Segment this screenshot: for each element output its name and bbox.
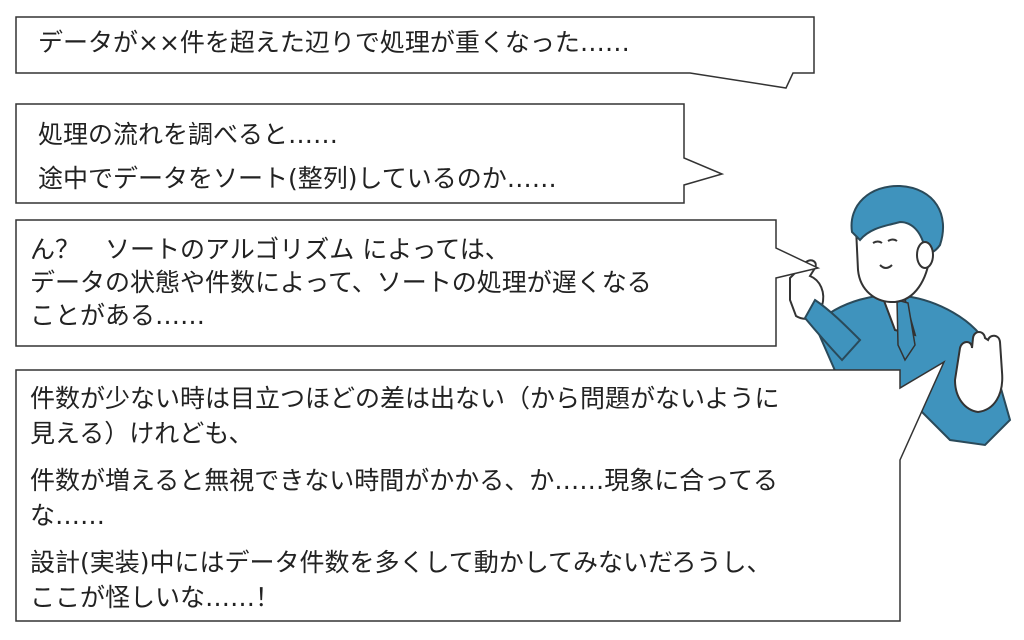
speech-bubble-4: 件数が少ない時は目立つほどの差は出ない（から問題がないように 見える）けれども、…	[30, 381, 780, 615]
bubble-4-line-4: な……	[30, 501, 106, 530]
bubble-1-line-1: データが××件を超えた辺りで処理が重くなった……	[38, 28, 630, 57]
speech-bubble-4-outline	[15, 360, 946, 622]
bubble-4-line-6: ここが怪しいな……！	[30, 583, 281, 612]
speech-bubble-3: ん？ ソートのアルゴリズム によっては、 データの状態や件数によって、ソートの処…	[30, 233, 652, 332]
bubble-4-line-2: 見える）けれども、	[30, 419, 254, 448]
speech-bubble-3-outline	[15, 219, 821, 347]
bubble-2-line-2: 途中でデータをソート(整列)しているのか……	[38, 164, 557, 193]
bubble-2-line-1: 処理の流れを調べると……	[38, 120, 339, 149]
open-hand	[953, 331, 1004, 414]
bubble-3-line-1: ん？ ソートのアルゴリズム によっては、	[30, 235, 510, 264]
bubble-4-line-3: 件数が増えると無視できない時間がかかる、か……現象に合ってる	[30, 466, 779, 495]
speech-bubble-1-outline	[15, 16, 815, 89]
speech-bubble-1: データが××件を超えた辺りで処理が重くなった……	[38, 26, 630, 60]
tie	[896, 299, 916, 362]
bubble-4-line-5: 設計(実装)中にはデータ件数を多くして動かしてみないだろうし、	[30, 548, 772, 577]
bubble-3-line-3: ことがある……	[30, 301, 206, 330]
speech-bubble-2-outline	[15, 103, 725, 204]
speech-bubble-2: 処理の流れを調べると…… 途中でデータをソート(整列)しているのか……	[38, 118, 557, 196]
bubble-3-line-2: データの状態や件数によって、ソートの処理が遅くなる	[30, 268, 652, 297]
jacket	[813, 294, 1012, 447]
hair	[850, 184, 945, 254]
bubble-4-line-1: 件数が少ない時は目立つほどの差は出ない（から問題がないように	[30, 384, 780, 413]
